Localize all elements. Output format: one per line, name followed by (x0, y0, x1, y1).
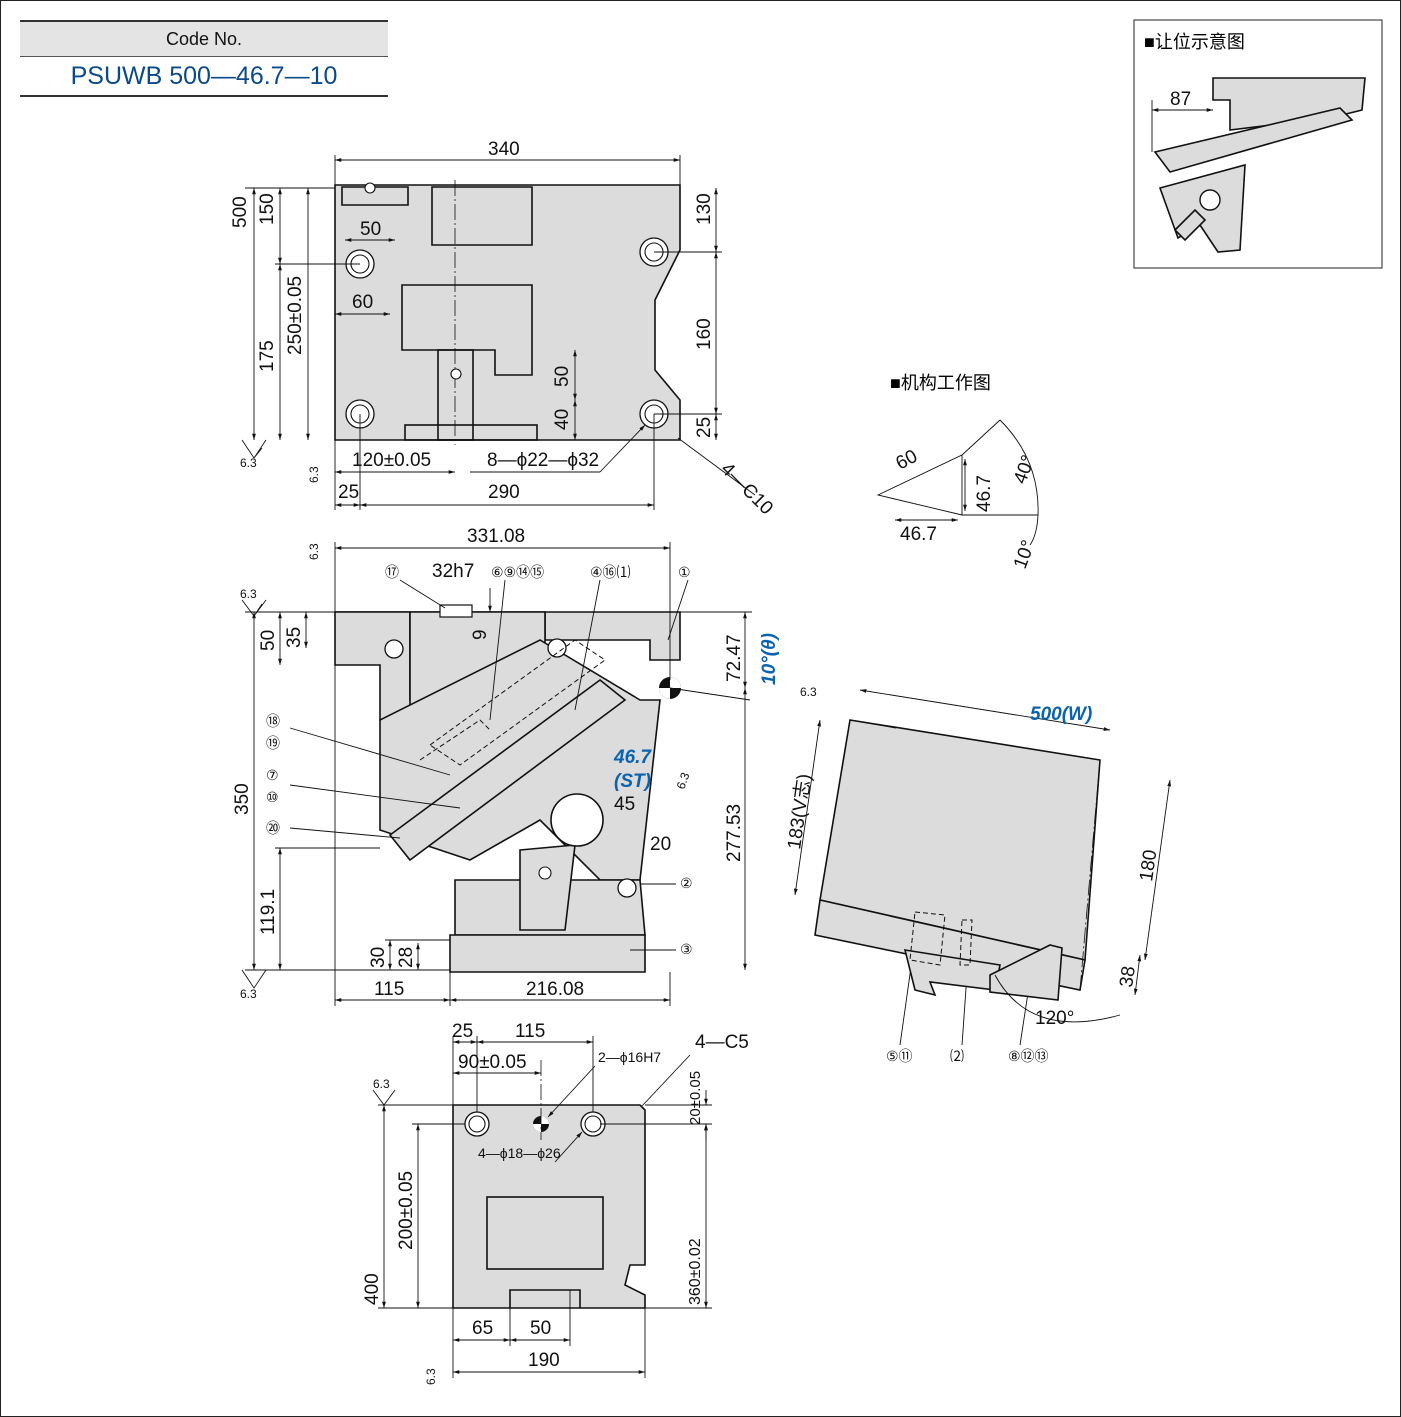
front-20: 20 (650, 834, 671, 855)
front-33108: 331.08 (467, 526, 525, 547)
bottom-pins: 2—ϕ16H7 (598, 1049, 661, 1065)
front-50: 50 (258, 630, 279, 651)
code-value: PSUWB 500—46.7—10 (20, 57, 388, 97)
callout-1: ① (678, 564, 691, 580)
side-180: 180 (1136, 848, 1161, 882)
front-9: 9 (470, 629, 491, 640)
mech-10: 10° (1010, 538, 1040, 572)
part-callouts: ⑰ ⑥⑨⑭⑮ ④⑯⑴ ① ⑱ ⑲ ⑦ ⑩ ⑳ ② ③ ⑤⑪ ⑵ ⑧⑫⑬ (266, 564, 1049, 1064)
mech-467a: 46.7 (900, 524, 937, 545)
roughness-6: 6.3 (800, 685, 817, 699)
front-30: 30 (368, 947, 389, 968)
callout-3: ③ (680, 941, 693, 957)
roughness-4: 6.3 (240, 587, 257, 601)
bottom-25: 25 (452, 1021, 473, 1042)
front-35: 35 (284, 627, 305, 648)
roughness-9: 6.3 (424, 1368, 438, 1385)
front-350: 350 (232, 783, 253, 815)
bottom-chamfer: 4—C5 (695, 1032, 749, 1053)
callout-22: ⑵ (950, 1048, 964, 1064)
front-28: 28 (396, 947, 417, 968)
roughness-7: 6.3 (674, 770, 693, 791)
roughness-marks: 6.3 6.3 6.3 6.3 6.3 6.3 6.3 6.3 6.3 (240, 439, 817, 1385)
bottom-190: 190 (528, 1350, 560, 1371)
side-width: 500(W) (1030, 704, 1092, 725)
top-160: 160 (694, 318, 715, 350)
top-130: 130 (694, 193, 715, 225)
front-7247: 72.47 (724, 634, 745, 682)
bottom-65: 65 (472, 1318, 493, 1339)
clearance-dim: 87 (1170, 89, 1191, 110)
bottom-holes: 4—ϕ18—ϕ26 (478, 1145, 561, 1161)
callout-2: ② (680, 875, 693, 891)
bottom-200: 200±0.05 (396, 1171, 417, 1250)
roughness-8: 6.3 (373, 1077, 390, 1091)
front-115: 115 (374, 979, 404, 1000)
callout-6: ⑥⑨⑭⑮ (491, 564, 544, 580)
top-25: 25 (694, 417, 715, 438)
callout-7: ⑦ (266, 767, 279, 783)
code-number-box: Code No. PSUWB 500—46.7—10 (20, 20, 388, 97)
clearance-title: ■让位示意图 (1144, 32, 1245, 52)
front-st: 46.7 (613, 747, 652, 768)
top-290: 290 (488, 482, 520, 503)
side-38: 38 (1116, 965, 1140, 989)
top-50: 50 (360, 219, 381, 240)
callout-8: ⑧⑫⑬ (1008, 1048, 1049, 1064)
front-45: 45 (614, 794, 635, 815)
callout-18: ⑱ (266, 713, 280, 729)
callout-19: ⑲ (266, 735, 280, 751)
top-340: 340 (488, 139, 520, 160)
front-32h7: 32h7 (432, 561, 474, 582)
side-120: 120° (1035, 1008, 1074, 1029)
bottom-view: 25 115 90±0.05 2—ϕ16H7 4—C5 20±0.05 4—ϕ1… (362, 1021, 749, 1378)
top-view: 340 500 150 175 250±0.05 50 60 50 40 130… (230, 139, 777, 519)
bottom-400: 400 (362, 1273, 383, 1305)
top-150: 150 (257, 193, 278, 225)
bottom-50: 50 (530, 1318, 551, 1339)
front-1191: 119.1 (258, 889, 279, 935)
mechanism-title: ■机构工作图 (890, 373, 991, 393)
bottom-20: 20±0.05 (687, 1071, 704, 1125)
mech-467b: 46.7 (974, 475, 995, 512)
callout-5: ⑤⑪ (886, 1048, 913, 1064)
front-view: 331.08 32h7 9 50 35 350 72.47 277.53 10°… (232, 526, 780, 1006)
bottom-90: 90±0.05 (458, 1052, 527, 1073)
front-angle: 10°(θ) (759, 633, 780, 685)
code-header: Code No. (20, 20, 388, 57)
top-holes: 8—ϕ22—ϕ32 (487, 450, 599, 471)
top-50b: 50 (552, 366, 573, 387)
front-st-label: (ST) (614, 771, 651, 792)
top-25b: 25 (338, 482, 359, 503)
front-21608: 216.08 (526, 979, 584, 1000)
top-120: 120±0.05 (352, 450, 431, 471)
top-chamfer: 4—C10 (716, 459, 776, 519)
roughness-1: 6.3 (240, 456, 257, 470)
bottom-360: 360±0.02 (687, 1238, 704, 1305)
clearance-inset: ■让位示意图 87 (1133, 19, 1383, 269)
side-view: 500(W) 183(V志) 180 38 120° (783, 689, 1172, 1029)
mech-60: 60 (892, 446, 921, 474)
callout-4: ④⑯⑴ (590, 564, 631, 580)
roughness-5: 6.3 (240, 987, 257, 1001)
mechanism-diagram: ■机构工作图 60 46.7 46.7 40° 10° (876, 373, 1040, 572)
top-60: 60 (352, 292, 373, 313)
callout-10: ⑩ (266, 789, 279, 805)
roughness-2: 6.3 (307, 466, 321, 483)
front-27753: 277.53 (724, 804, 745, 862)
callout-20: ⑳ (266, 820, 280, 836)
side-vmark: 183(V志) (783, 772, 815, 850)
callout-17: ⑰ (385, 564, 399, 580)
top-40: 40 (552, 409, 573, 430)
roughness-3: 6.3 (307, 543, 321, 560)
top-250: 250±0.05 (285, 276, 306, 355)
bottom-115: 115 (515, 1021, 545, 1042)
top-175: 175 (257, 340, 278, 372)
top-500: 500 (230, 196, 251, 228)
